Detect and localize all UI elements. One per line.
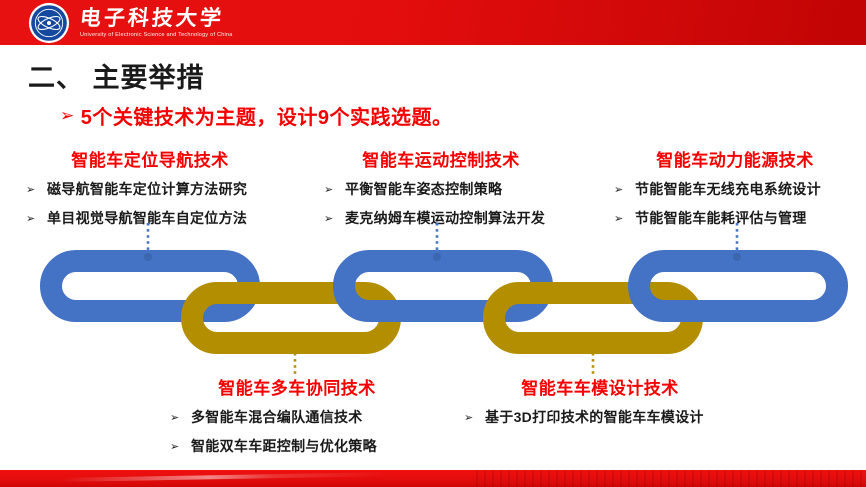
connector-end-dot [433, 253, 441, 261]
section-title: 智能车定位导航技术 [71, 151, 229, 170]
section-title: 智能车动力能源技术 [656, 151, 814, 170]
arrow-bullet-icon: ➢ [614, 213, 624, 225]
slide-subtitle: ➢ 5个关键技术为主题，设计9个实践选题。 [60, 101, 453, 130]
footer-bar [0, 470, 866, 487]
bullet-list: ➢ 平衡智能车姿态控制策略 ➢ 麦克纳姆车模运动控制算法开发 [312, 179, 570, 228]
section-title: 智能车车模设计技术 [521, 379, 679, 398]
chain-links-graphic [40, 223, 848, 377]
section-positioning-navigation: 智能车定位导航技术 ➢ 磁导航智能车定位计算方法研究 ➢ 单目视觉导航智能车自定… [14, 146, 286, 237]
section-title: 智能车运动控制技术 [362, 151, 520, 170]
bullet-item: ➢ 麦克纳姆车模运动控制算法开发 [324, 208, 570, 228]
arrow-bullet-icon: ➢ [170, 441, 180, 453]
arrow-bullet-icon: ➢ [614, 184, 624, 196]
bullet-item: ➢ 智能双车车距控制与优化策略 [170, 436, 436, 456]
bullet-text: 多智能车混合编队通信技术 [191, 409, 363, 425]
bullet-text: 麦克纳姆车模运动控制算法开发 [345, 210, 546, 226]
section-motion-control: 智能车运动控制技术 ➢ 平衡智能车姿态控制策略 ➢ 麦克纳姆车模运动控制算法开发 [312, 146, 570, 237]
bullet-text: 磁导航智能车定位计算方法研究 [47, 181, 248, 197]
connector-end-dot [733, 253, 741, 261]
page-title: 二、 主要举措 [28, 63, 205, 93]
section-power-energy: 智能车动力能源技术 ➢ 节能智能车无线充电系统设计 ➢ 节能智能车能耗评估与管理 [602, 146, 866, 237]
arrow-bullet-icon: ➢ [26, 184, 36, 196]
slide-subtitle-text: 5个关键技术为主题，设计9个实践选题。 [80, 107, 453, 129]
bullet-text: 节能智能车能耗评估与管理 [635, 210, 807, 226]
section-car-model-design: 智能车车模设计技术 ➢ 基于3D打印技术的智能车车模设计 [452, 374, 748, 436]
bullet-text: 智能双车车距控制与优化策略 [191, 438, 377, 454]
bullet-list: ➢ 基于3D打印技术的智能车车模设计 [452, 407, 748, 427]
bullet-item: ➢ 节能智能车无线充电系统设计 [614, 179, 866, 199]
arrow-bullet-icon: ➢ [324, 184, 334, 196]
chain-link-blue-3 [628, 250, 848, 322]
arrow-bullet-icon: ➢ [60, 105, 75, 125]
section-multi-vehicle-coordination: 智能车多车协同技术 ➢ 多智能车混合编队通信技术 ➢ 智能双车车距控制与优化策略 [158, 374, 436, 465]
header-bar: 电子科技大学 University of Electronic Science … [0, 0, 866, 45]
arrow-bullet-icon: ➢ [464, 412, 474, 424]
university-name: 电子科技大学 University of Electronic Science … [78, 6, 233, 38]
bullet-text: 单目视觉导航智能车自定位方法 [47, 210, 248, 226]
bullet-list: ➢ 多智能车混合编队通信技术 ➢ 智能双车车距控制与优化策略 [158, 407, 436, 456]
bullet-list: ➢ 磁导航智能车定位计算方法研究 ➢ 单目视觉导航智能车自定位方法 [14, 179, 286, 228]
arrow-bullet-icon: ➢ [170, 412, 180, 424]
university-logo-icon [28, 2, 70, 43]
connector-end-dot [144, 253, 152, 261]
university-name-en: University of Electronic Science and Tec… [80, 31, 233, 38]
arrow-bullet-icon: ➢ [324, 213, 334, 225]
bullet-text: 基于3D打印技术的智能车车模设计 [485, 409, 704, 425]
bullet-text: 平衡智能车姿态控制策略 [345, 181, 503, 197]
bullet-item: ➢ 基于3D打印技术的智能车车模设计 [464, 407, 748, 427]
bullet-item: ➢ 节能智能车能耗评估与管理 [614, 208, 866, 228]
bullet-list: ➢ 节能智能车无线充电系统设计 ➢ 节能智能车能耗评估与管理 [602, 179, 866, 228]
bullet-item: ➢ 多智能车混合编队通信技术 [170, 407, 436, 427]
bullet-item: ➢ 单目视觉导航智能车自定位方法 [26, 208, 286, 228]
bullet-item: ➢ 平衡智能车姿态控制策略 [324, 179, 570, 199]
arrow-bullet-icon: ➢ [26, 213, 36, 225]
section-title: 智能车多车协同技术 [218, 379, 376, 398]
bullet-text: 节能智能车无线充电系统设计 [635, 181, 821, 197]
university-branding: 电子科技大学 University of Electronic Science … [28, 2, 233, 44]
university-name-cn: 电子科技大学 [78, 6, 226, 31]
bullet-item: ➢ 磁导航智能车定位计算方法研究 [26, 179, 286, 199]
